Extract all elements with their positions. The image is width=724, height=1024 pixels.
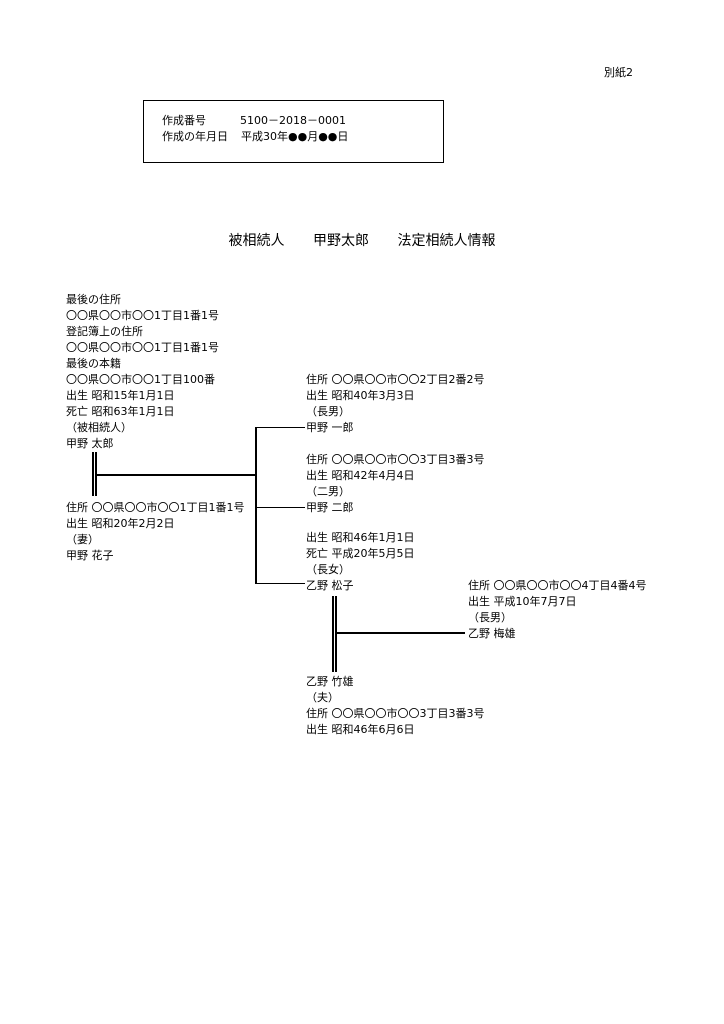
page-label: 別紙2 [604, 66, 633, 79]
child1-branch-line [255, 427, 305, 428]
child3-marriage-line [335, 596, 337, 672]
child2-line: 住所 〇〇県〇〇市〇〇3丁目3番3号 [306, 453, 485, 466]
decedent-name: 甲野 太郎 [66, 437, 114, 450]
child3-line: （長女） [306, 563, 350, 576]
child3-marriage-line [332, 596, 334, 672]
decedent-line: （被相続人） [66, 421, 132, 434]
page-title: 被相続人 甲野太郎 法定相続人情報 [0, 231, 724, 251]
child1-line: （長男） [306, 405, 350, 418]
child1-name: 甲野 一郎 [306, 421, 354, 434]
child3-line: 出生 昭和46年1月1日 [306, 531, 415, 544]
title-heir-info: 法定相続人情報 [397, 233, 496, 249]
decedent-line: 最後の住所 [66, 293, 121, 306]
child2-name: 甲野 二郎 [306, 501, 354, 514]
creation-date-value: 平成30年●●月●●日 [241, 130, 349, 143]
child3-spouse-name: 乙野 竹雄 [306, 675, 354, 688]
child3-branch-line [255, 583, 305, 584]
header-box: 作成番号 5100－2018－0001 作成の年月日 平成30年●●月●●日 [143, 100, 444, 163]
grandchild-line: 住所 〇〇県〇〇市〇〇4丁目4番4号 [468, 579, 647, 592]
child3-spouse-line: （夫） [306, 691, 339, 704]
marriage-line [92, 452, 94, 496]
decedent-line: 死亡 昭和63年1月1日 [66, 405, 175, 418]
creation-number-value: 5100－2018－0001 [240, 114, 346, 127]
grandchild-name: 乙野 梅雄 [468, 627, 516, 640]
grandchild-branch-line [337, 632, 465, 634]
decedent-line: 〇〇県〇〇市〇〇1丁目100番 [66, 373, 215, 386]
marriage-line [95, 452, 97, 496]
spouse-line: （妻） [66, 533, 99, 546]
children-trunk-line [255, 427, 257, 584]
child3-line: 死亡 平成20年5月5日 [306, 547, 415, 560]
title-decedent-name: 甲野太郎 [313, 233, 369, 249]
child3-spouse-line: 出生 昭和46年6月6日 [306, 723, 415, 736]
decedent-line: 〇〇県〇〇市〇〇1丁目1番1号 [66, 309, 219, 322]
decedent-line: 〇〇県〇〇市〇〇1丁目1番1号 [66, 341, 219, 354]
spouse-line: 出生 昭和20年2月2日 [66, 517, 175, 530]
decedent-line: 出生 昭和15年1月1日 [66, 389, 175, 402]
child2-branch-line [255, 507, 305, 508]
title-decedent-label: 被相続人 [228, 233, 285, 249]
creation-number-label: 作成番号 [162, 114, 206, 127]
decedent-line: 最後の本籍 [66, 357, 121, 370]
decedent-line: 登記簿上の住所 [66, 325, 143, 338]
spouse-line: 住所 〇〇県〇〇市〇〇1丁目1番1号 [66, 501, 245, 514]
grandchild-line: 出生 平成10年7月7日 [468, 595, 577, 608]
child3-spouse-line: 住所 〇〇県〇〇市〇〇3丁目3番3号 [306, 707, 485, 720]
creation-date-label: 作成の年月日 [162, 130, 228, 143]
child1-line: 住所 〇〇県〇〇市〇〇2丁目2番2号 [306, 373, 485, 386]
child1-line: 出生 昭和40年3月3日 [306, 389, 415, 402]
spouse-name: 甲野 花子 [66, 549, 114, 562]
grandchild-line: （長男） [468, 611, 512, 624]
descent-connector [97, 474, 256, 476]
child2-line: （二男） [306, 485, 350, 498]
child2-line: 出生 昭和42年4月4日 [306, 469, 415, 482]
child3-name: 乙野 松子 [306, 579, 354, 592]
